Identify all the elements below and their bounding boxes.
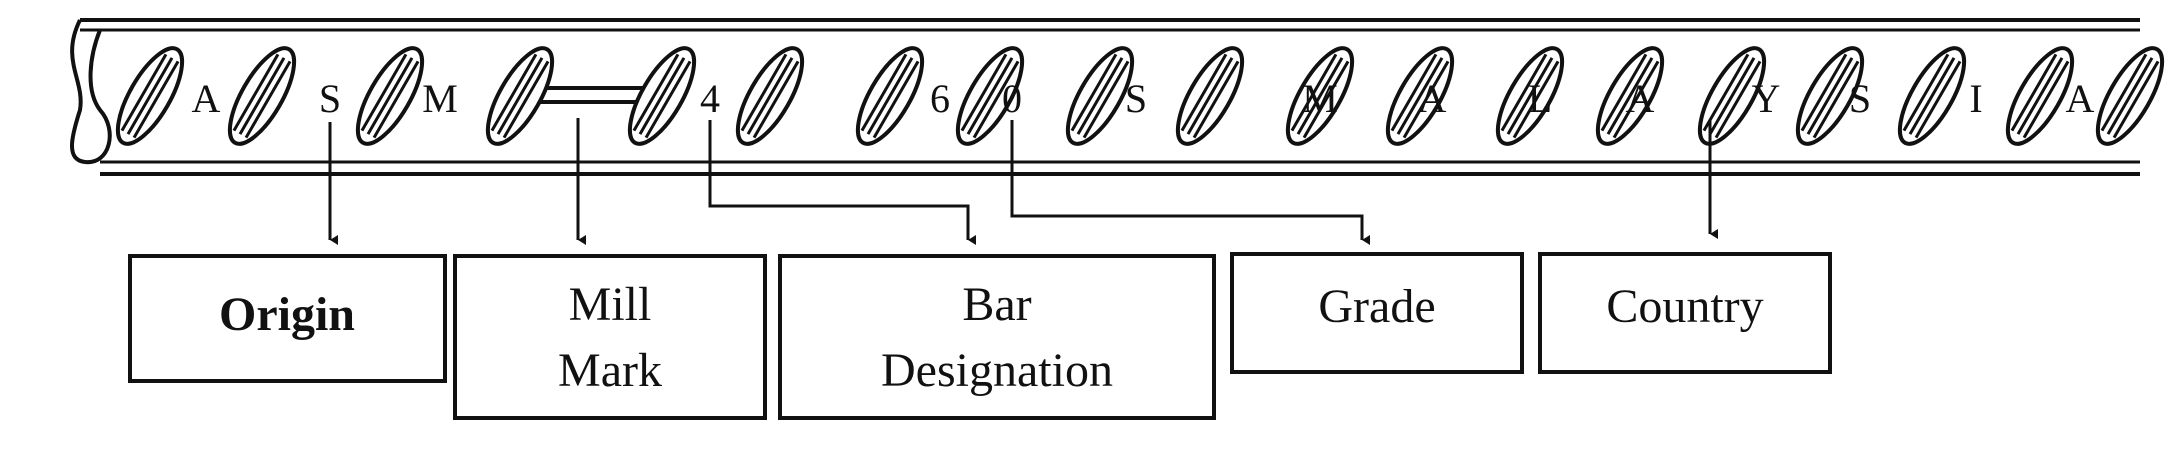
bar-marking-char: 4	[700, 76, 720, 121]
rebar-rib	[355, 46, 425, 146]
rebar-rib	[955, 46, 1025, 146]
rebar-cut-end	[70, 19, 112, 165]
rebar-rib	[735, 46, 805, 146]
bar-designation-label-line1: Bar	[962, 278, 1031, 331]
grade-label: Grade	[1318, 280, 1435, 333]
rebar-rib	[2095, 46, 2165, 146]
rebar-rib	[1285, 46, 1355, 146]
rebar-rib	[2005, 46, 2075, 146]
rebar-rib	[115, 46, 185, 146]
bar-designation-box: Bar Designation	[778, 254, 1216, 420]
grade-box: Grade	[1230, 252, 1524, 374]
rebar-rib	[1495, 46, 1565, 146]
country-box: Country	[1538, 252, 1832, 374]
bar-marking-char: S	[1125, 76, 1147, 121]
mill-mark-box: Mill Mark	[453, 254, 767, 420]
bar-marking-char: S	[319, 76, 341, 121]
bar-marking-char: M	[1302, 76, 1338, 121]
rebar-rib	[1385, 46, 1455, 146]
bar-marking-char: 6	[930, 76, 950, 121]
origin-label: Origin	[219, 288, 355, 341]
rebar-rib	[1065, 46, 1135, 146]
bar-marking-char: A	[192, 76, 221, 121]
bar-marking-char: A	[2066, 76, 2095, 121]
bar-marking-char: I	[1969, 76, 1982, 121]
rebar-rib	[627, 46, 697, 146]
rebar-rib	[1595, 46, 1665, 146]
grade-arrow	[1010, 120, 1370, 245]
bar-designation-arrow	[708, 120, 976, 245]
rebar-rib	[855, 46, 925, 146]
country-label: Country	[1606, 280, 1763, 333]
bar-marking-char: S	[1849, 76, 1871, 121]
rebar-rib	[1175, 46, 1245, 146]
bar-designation-label-line2: Designation	[881, 344, 1113, 397]
bar-marking-char: A	[1626, 76, 1655, 121]
origin-box: Origin	[128, 254, 447, 383]
bar-marking-char: 0	[1002, 76, 1022, 121]
rebar: A S M 4 6 0 S M A L A Y S I A	[70, 18, 2165, 176]
rebar-rib	[227, 46, 297, 146]
bar-marking-char: L	[1528, 76, 1552, 121]
mill-mark-label-line2: Mark	[558, 344, 662, 397]
bar-marking-char: A	[1418, 76, 1447, 121]
rebar-rib	[1897, 46, 1967, 146]
bar-marking-char: M	[422, 76, 458, 121]
bar-marking-char: Y	[1752, 76, 1781, 121]
rebar-rib	[1795, 46, 1865, 146]
connectors	[328, 118, 1718, 245]
mill-mark-label-line1: Mill	[569, 278, 652, 331]
rebar-rib	[1697, 46, 1767, 146]
rebar-rib	[485, 46, 555, 146]
